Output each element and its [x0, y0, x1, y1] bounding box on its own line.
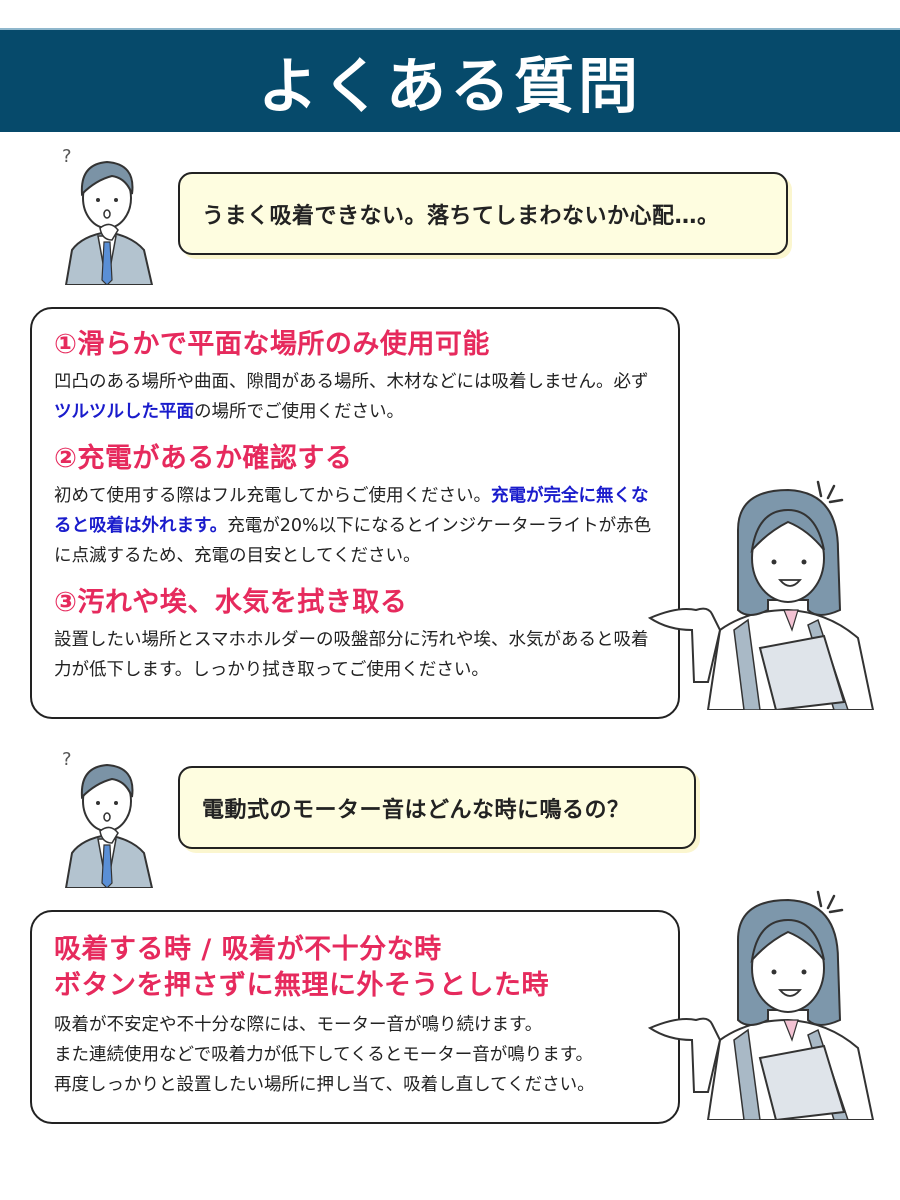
answer-heading: ①滑らかで平面な場所のみ使用可能 [54, 329, 490, 360]
answer-heading: ②充電があるか確認する [54, 443, 353, 474]
question-text: 電動式のモーター音はどんな時に鳴るの？ [202, 797, 630, 823]
answer-body: 初めて使用する際はフル充電してからご使用ください。充電が完全に無くなると吸着は外… [54, 486, 652, 566]
question-bubble-2: 電動式のモーター音はどんな時に鳴るの？ [178, 766, 696, 849]
page-title: よくある質問 [258, 51, 642, 122]
question-text: うまく吸着できない。落ちてしまわないか心配…。 [202, 203, 720, 229]
answer-heading: ボタンを押さずに無理に外そうとした時 [54, 970, 549, 1001]
answer-body: 設置したい場所とスマホホルダーの吸盤部分に汚れや埃、水気があると吸着力が低下しま… [54, 630, 649, 680]
answer-body-line: 再度しっかりと設置したい場所に押し当て、吸着し直してください。 [54, 1075, 595, 1095]
answer-body: 凹凸のある場所や曲面、隙間がある場所、木材などには吸着しません。必ずツルツルした… [54, 372, 649, 422]
highlight-text: 充電が完全に無くなると吸着は外れます。 [54, 486, 649, 536]
presenting-woman-icon [648, 890, 875, 1120]
answer-heading: 吸着する時 / 吸着が不十分な時 [54, 934, 442, 965]
page-header: よくある質問 [0, 28, 900, 132]
answer-body-line: また連続使用などで吸着力が低下してくるとモーター音が鳴ります。 [54, 1045, 593, 1065]
highlight-text: ツルツルした平面 [54, 402, 194, 422]
answer-box-1: ①滑らかで平面な場所のみ使用可能 凹凸のある場所や曲面、隙間がある場所、木材など… [30, 307, 680, 719]
answer-heading: ③汚れや埃、水気を拭き取る [54, 587, 408, 618]
presenting-woman-icon [648, 480, 875, 710]
svg-text:?: ? [62, 146, 72, 167]
confused-man-icon: ? [62, 146, 154, 285]
confused-man-icon: ? [62, 749, 154, 888]
answer-box-2: 吸着する時 / 吸着が不十分な時 ボタンを押さずに無理に外そうとした時 吸着が不… [30, 910, 680, 1124]
svg-text:?: ? [62, 749, 72, 770]
question-bubble-1: うまく吸着できない。落ちてしまわないか心配…。 [178, 172, 788, 255]
answer-body-line: 吸着が不安定や不十分な際には、モーター音が鳴り続けます。 [54, 1015, 543, 1035]
